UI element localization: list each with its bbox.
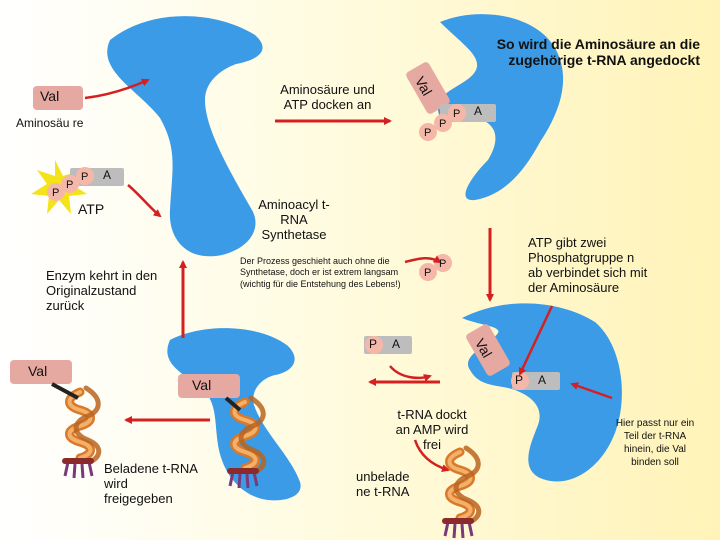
enzyme-return-label: Enzym kehrt in den Originalzustand zurüc… [46, 268, 158, 313]
val-block-docked [406, 62, 450, 114]
a-label-bottom-right: A [538, 373, 547, 387]
a-label-atp: A [103, 168, 112, 182]
p-label-4: P [424, 127, 432, 139]
val-label-free: Val [40, 88, 60, 104]
p-label-bottom-right: P [515, 373, 524, 387]
docking-label: Aminosäure und ATP docken an [280, 83, 375, 112]
p-label-2: P [66, 179, 74, 191]
enzyme-top-right [437, 14, 564, 201]
p-label-1: P [52, 187, 60, 199]
atp-phosphate-label: ATP gibt zwei Phosphatgruppe n ab verbin… [528, 235, 648, 295]
val-block-free [33, 86, 83, 110]
trna-unloaded [442, 448, 479, 538]
p-label-6: P [453, 108, 461, 120]
fit-note: Hier passt nur ein Teil der t-RNA hinein… [615, 418, 695, 468]
p-label-5: P [439, 118, 447, 130]
trna-loaded-left [62, 388, 99, 478]
enzyme-label: Aminoacyl t-RNA Synthetase [258, 197, 330, 242]
val-label-enzyme: Val [192, 377, 212, 393]
val-label-loaded: Val [28, 363, 48, 379]
p-label-7: P [424, 267, 432, 279]
loaded-trna-label: Beladene t-RNA wird freigegeben [104, 461, 198, 506]
p-label-amp: P [369, 337, 378, 351]
aminosaeure-label: Aminosäu re [16, 116, 84, 130]
enzyme-top-left [107, 16, 263, 257]
atp-label: ATP [78, 201, 105, 217]
process-note: Der Prozess geschieht auch ohne die Synt… [240, 256, 401, 289]
page-title: So wird die Aminosäure an die zugehörige… [496, 36, 700, 69]
p-label-8: P [439, 258, 447, 270]
enzyme-bottom-right [462, 303, 622, 482]
trna-docks-label: t-RNA dockt an AMP wird frei [395, 407, 469, 452]
a-label-amp: A [392, 337, 401, 351]
p-label-3: P [81, 171, 89, 183]
unloaded-trna-label: unbelade ne t-RNA [356, 469, 410, 499]
a-label-docked: A [474, 104, 483, 118]
